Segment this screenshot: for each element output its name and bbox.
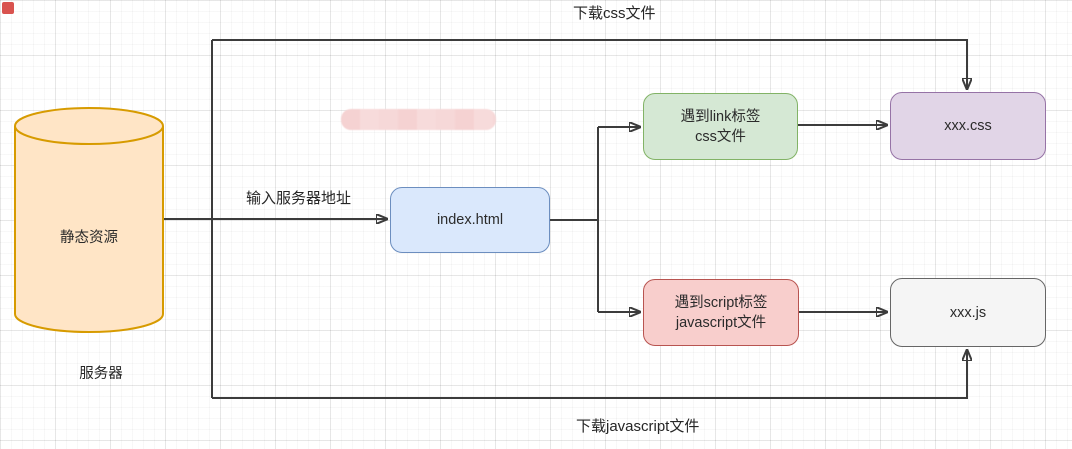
corner-marker <box>2 2 14 14</box>
server-cylinder-label: 静态资源 <box>60 230 118 246</box>
edge-label-download-css: 下载css文件 <box>573 5 656 22</box>
server-caption: 服务器 <box>79 366 123 382</box>
node-link-tag-label-line2: css文件 <box>695 128 746 145</box>
node-link-tag-label-line1: 遇到link标签 <box>680 108 761 125</box>
node-index-html-label: index.html <box>436 212 504 228</box>
node-css-file: xxx.css <box>890 92 1046 160</box>
edge-download-js <box>212 350 967 399</box>
node-link-tag: 遇到link标签 css文件 <box>643 93 798 160</box>
redacted-note <box>341 109 496 130</box>
edge-label-enter-server-address: 输入服务器地址 <box>246 190 352 207</box>
node-script-tag: 遇到script标签 javascript文件 <box>643 279 799 346</box>
node-css-file-label: xxx.css <box>944 118 992 134</box>
edge-download-css <box>212 39 967 89</box>
server-cylinder <box>14 107 164 333</box>
edge-label-download-js: 下载javascript文件 <box>576 418 700 435</box>
node-js-file-label: xxx.js <box>949 304 987 321</box>
node-script-tag-label-line2: javascript文件 <box>675 314 767 331</box>
node-index-html: index.html <box>390 187 550 253</box>
node-script-tag-label-line1: 遇到script标签 <box>674 294 768 311</box>
node-js-file: xxx.js <box>890 278 1046 347</box>
